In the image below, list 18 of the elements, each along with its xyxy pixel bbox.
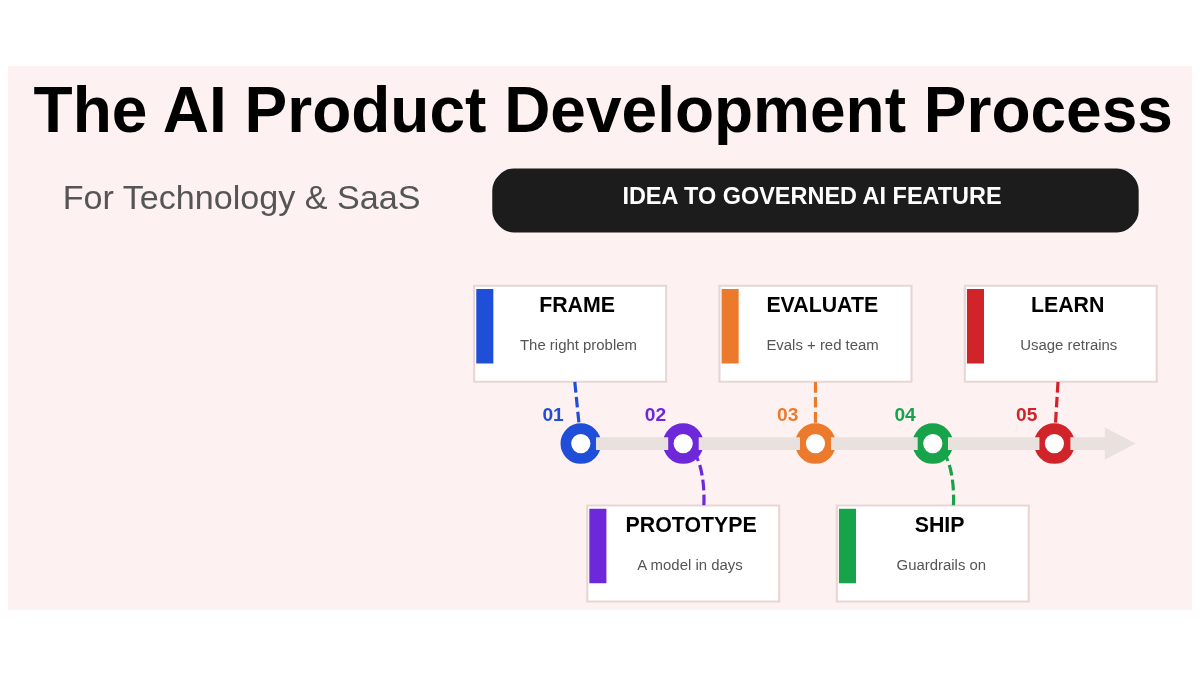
node-label: 01 [542,403,564,425]
diagram-title: The AI Product Development Process [33,73,1173,146]
connector [698,436,800,450]
connector [596,436,669,450]
node-circle [795,422,836,464]
label: For Technology & SaaS [62,177,421,216]
node-circle [1034,422,1075,464]
node-circle [662,422,704,464]
node-label: 03 [777,403,799,425]
node-circle [912,422,954,464]
connector [948,436,1040,450]
node-label: 05 [1016,403,1038,425]
node-label: 02 [644,403,667,425]
node-label: 04 [894,403,916,425]
connector [831,436,918,450]
node-box: IDEA TO GOVERNED AI FEATURE [492,167,1139,232]
node-circle [560,422,602,464]
arrow [1070,426,1136,460]
